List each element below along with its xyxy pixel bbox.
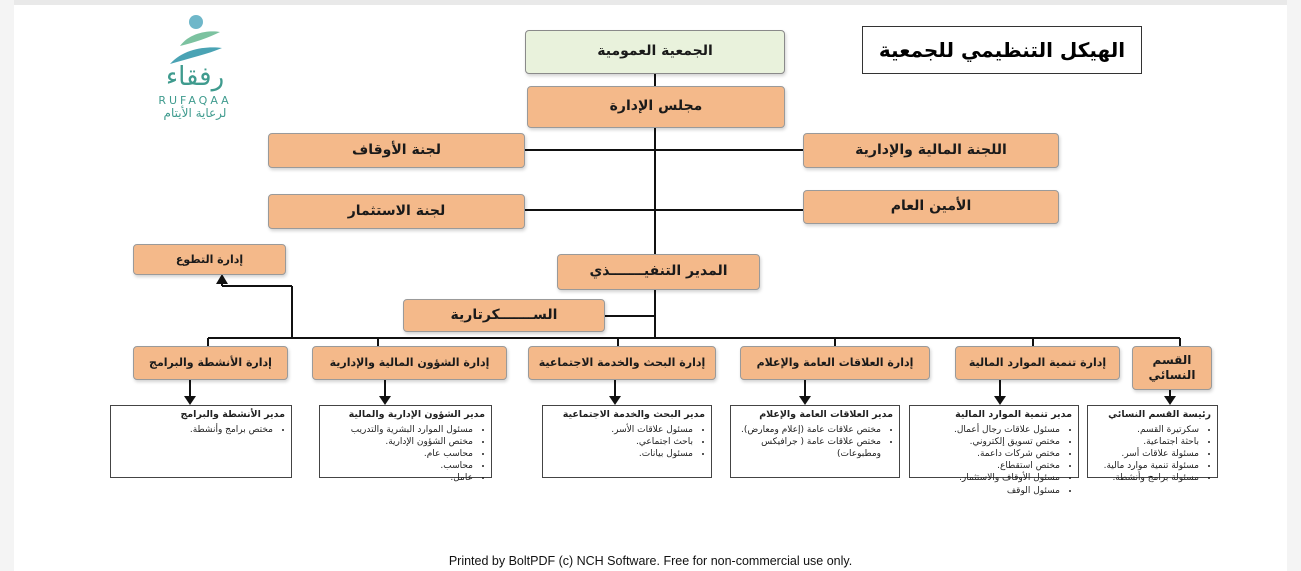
chart-title: الهيكل التنظيمي للجمعية <box>862 26 1142 74</box>
executive-director-box: المدير التنفيـــــــذي <box>557 254 760 290</box>
dept-women-label: القسم النسائي <box>1148 353 1196 382</box>
list-item: باحثة اجتماعية. <box>1094 436 1199 448</box>
list-item: مختص الشؤون الإدارية. <box>326 436 473 448</box>
dept-finance-box: إدارة الشؤون المالية والإدارية <box>312 346 507 380</box>
dept-pr-box: إدارة العلاقات العامة والإعلام <box>740 346 930 380</box>
list-item: مسئولة علاقات أسر. <box>1094 448 1199 460</box>
list-item: مسئول علاقات الأسر. <box>549 424 693 436</box>
dept-social-label: إدارة البحث والخدمة الاجتماعية <box>538 356 706 370</box>
list-item: مختص شركات داعمة. <box>916 448 1060 460</box>
dept-social-box: إدارة البحث والخدمة الاجتماعية <box>528 346 716 380</box>
list-item: عامل. <box>326 472 473 484</box>
volunteering-box: إدارة التطوع <box>133 244 286 275</box>
dept-activities-box: إدارة الأنشطة والبرامج <box>133 346 288 380</box>
list-item: مختص برامج وأنشطة. <box>117 424 273 436</box>
dept-resources-box: إدارة تنمية الموارد المالية <box>955 346 1120 380</box>
list-item: مسئول بيانات. <box>549 448 693 460</box>
dept-pr-label: إدارة العلاقات العامة والإعلام <box>756 356 914 370</box>
list-item: محاسب. <box>326 460 473 472</box>
detail-activities: مدير الأنشطة والبرامج مختص برامج وأنشطة. <box>110 405 292 478</box>
finance-admin-committee-box: اللجنة المالية والإدارية <box>803 133 1059 168</box>
detail-head: مدير تنمية الموارد المالية <box>955 409 1072 420</box>
list-item: مسئول علاقات رجال أعمال. <box>916 424 1060 436</box>
endowments-committee-box: لجنة الأوقاف <box>268 133 525 168</box>
list-item: محاسب عام. <box>326 448 473 460</box>
detail-head: مدير الشؤون الإدارية والمالية <box>348 409 485 420</box>
dept-resources-label: إدارة تنمية الموارد المالية <box>968 356 1107 370</box>
detail-head: مدير الأنشطة والبرامج <box>180 409 285 420</box>
logo-mark-icon <box>170 15 222 64</box>
detail-head: رئيسة القسم النسائي <box>1108 409 1211 420</box>
list-item: مسئولة برامج وأنشطة. <box>1094 472 1199 484</box>
detail-head: مدير العلاقات العامة والإعلام <box>759 409 893 420</box>
list-item: مسئولة تنمية موارد مالية. <box>1094 460 1199 472</box>
logo-arabic-name: رفقاء <box>165 62 225 92</box>
dept-women-box: القسم النسائي <box>1132 346 1212 390</box>
detail-women: رئيسة القسم النسائي سكرتيرة القسم. باحثة… <box>1087 405 1218 483</box>
general-assembly-box: الجمعية العمومية <box>525 30 785 74</box>
list-item: مختص علاقات عامة (إعلام ومعارض). <box>737 424 881 436</box>
detail-social: مدير البحث والخدمة الاجتماعية مسئول علاق… <box>542 405 712 478</box>
secretary-general-box: الأمين العام <box>803 190 1059 224</box>
list-item: مسئول الموارد البشرية والتدريب <box>326 424 473 436</box>
footer-note: Printed by BoltPDF (c) NCH Software. Fre… <box>448 554 853 568</box>
list-item: مختص علاقات عامة ( جرافيكس ومطبوعات) <box>737 436 881 460</box>
detail-head: مدير البحث والخدمة الاجتماعية <box>562 409 705 420</box>
investment-committee-box: لجنة الاستثمار <box>268 194 525 229</box>
logo: رفقاء RUFAQAA لرعاية الأيتام <box>130 12 260 122</box>
list-item: باحث اجتماعي. <box>549 436 693 448</box>
secretariat-box: الســـــــكرتارية <box>403 299 605 332</box>
detail-pr: مدير العلاقات العامة والإعلام مختص علاقا… <box>730 405 900 478</box>
logo-latin-name: RUFAQAA <box>158 94 232 107</box>
board-box: مجلس الإدارة <box>527 86 785 128</box>
list-item: سكرتيرة القسم. <box>1094 424 1199 436</box>
detail-finance: مدير الشؤون الإدارية والمالية مسئول المو… <box>319 405 492 483</box>
dept-finance-label: إدارة الشؤون المالية والإدارية <box>329 356 490 370</box>
right-edge <box>1287 0 1301 571</box>
list-item: مسئول الوقف <box>916 485 1060 497</box>
detail-resources: مدير تنمية الموارد المالية مسئول علاقات … <box>909 405 1079 496</box>
list-item: مسئول الأوقاف والاستثمار. <box>916 472 1060 484</box>
left-edge <box>0 0 14 571</box>
dept-activities-label: إدارة الأنشطة والبرامج <box>149 356 272 370</box>
top-band <box>0 0 1301 5</box>
list-item: مختص استقطاع. <box>916 460 1060 472</box>
list-item: مختص تسويق إلكتروني. <box>916 436 1060 448</box>
logo-tagline: لرعاية الأيتام <box>163 106 227 120</box>
